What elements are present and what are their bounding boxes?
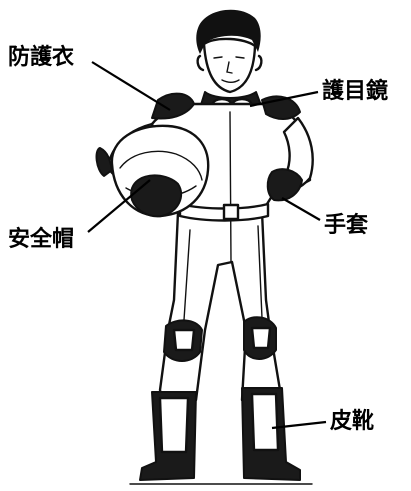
label-helmet: 安全帽 [8,226,74,252]
label-protective-suit: 防護衣 [8,44,74,70]
leader-boots [271,420,327,430]
left-boot [139,391,197,481]
right-boot [241,387,301,481]
leader-helmet [87,179,151,233]
leader-protective-suit [91,61,171,111]
leader-lines [87,61,327,430]
label-goggles: 護目鏡 [322,78,388,104]
leader-gloves [281,197,321,221]
right-glove [266,168,303,202]
leader-goggles [249,90,319,108]
left-glove [130,174,183,218]
label-boots: 皮靴 [330,408,374,434]
figure-illustration [95,9,314,485]
left-shoulder-pad [151,92,195,120]
head [196,9,263,94]
label-gloves: 手套 [324,212,368,238]
